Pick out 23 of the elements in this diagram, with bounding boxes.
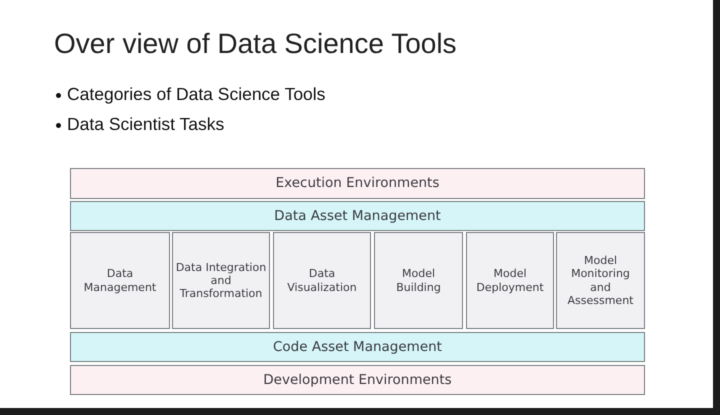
category-label: Model Monitoring and Assessment xyxy=(566,254,634,307)
category-label: Model Deployment xyxy=(475,267,545,294)
category-box xyxy=(172,232,270,329)
category-box xyxy=(70,232,170,329)
category-label: Model Building xyxy=(395,267,442,294)
category-label: Data Visualization xyxy=(286,267,358,294)
layer-label: Data Asset Management xyxy=(274,208,441,224)
category-box xyxy=(273,232,371,329)
layer-label: Development Environments xyxy=(263,372,452,388)
layer-label: Execution Environments xyxy=(276,175,440,192)
layer-band xyxy=(70,332,645,362)
layer-band xyxy=(70,168,645,199)
category-box xyxy=(556,232,645,329)
category-box xyxy=(374,232,463,329)
category-label: Data Integration and Transformation xyxy=(174,260,268,300)
layer-band xyxy=(70,365,645,395)
category-box xyxy=(466,232,554,329)
category-label: Data Management xyxy=(82,267,158,294)
bullet-text: Categories of Data Science Tools xyxy=(67,84,326,105)
layer-label: Code Asset Management xyxy=(273,338,442,356)
layer-band xyxy=(70,201,645,231)
bullet-text: Data Scientist Tasks xyxy=(67,114,224,135)
slide-title: Over view of Data Science Tools xyxy=(54,28,457,60)
